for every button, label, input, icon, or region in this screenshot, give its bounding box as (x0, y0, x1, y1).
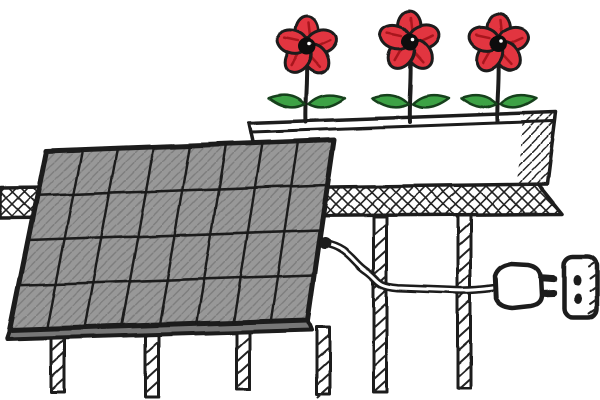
support-legs (50, 213, 472, 398)
flower-center (298, 38, 316, 56)
leaf-right (499, 93, 539, 109)
flower-center (401, 33, 419, 51)
wall-outlet (561, 253, 600, 321)
outlet-shading (588, 260, 598, 315)
outlet-plate (561, 253, 600, 321)
planter-end-shading (516, 112, 556, 186)
planter-rim-line (249, 119, 555, 134)
flower (459, 12, 539, 124)
plug-prong-top (537, 274, 557, 283)
solar-panel (5, 137, 337, 341)
leaf-left (459, 93, 499, 109)
cable-joint (319, 237, 331, 249)
leaf-right (410, 93, 450, 109)
flowers (267, 10, 539, 124)
leaf-left (370, 93, 410, 109)
outlet-hole-bottom (574, 293, 582, 305)
plug-body (492, 261, 544, 311)
leaf-right (307, 93, 347, 109)
leaf-left (267, 93, 307, 109)
leg-post (372, 215, 388, 394)
plug-prong-bottom (539, 289, 557, 297)
flower (370, 10, 450, 124)
power-cable (319, 237, 497, 295)
power-plug (492, 261, 557, 311)
flower (267, 15, 347, 124)
outlet-hole-top (573, 274, 581, 286)
cable-core (322, 241, 495, 292)
flower-center (490, 35, 508, 53)
